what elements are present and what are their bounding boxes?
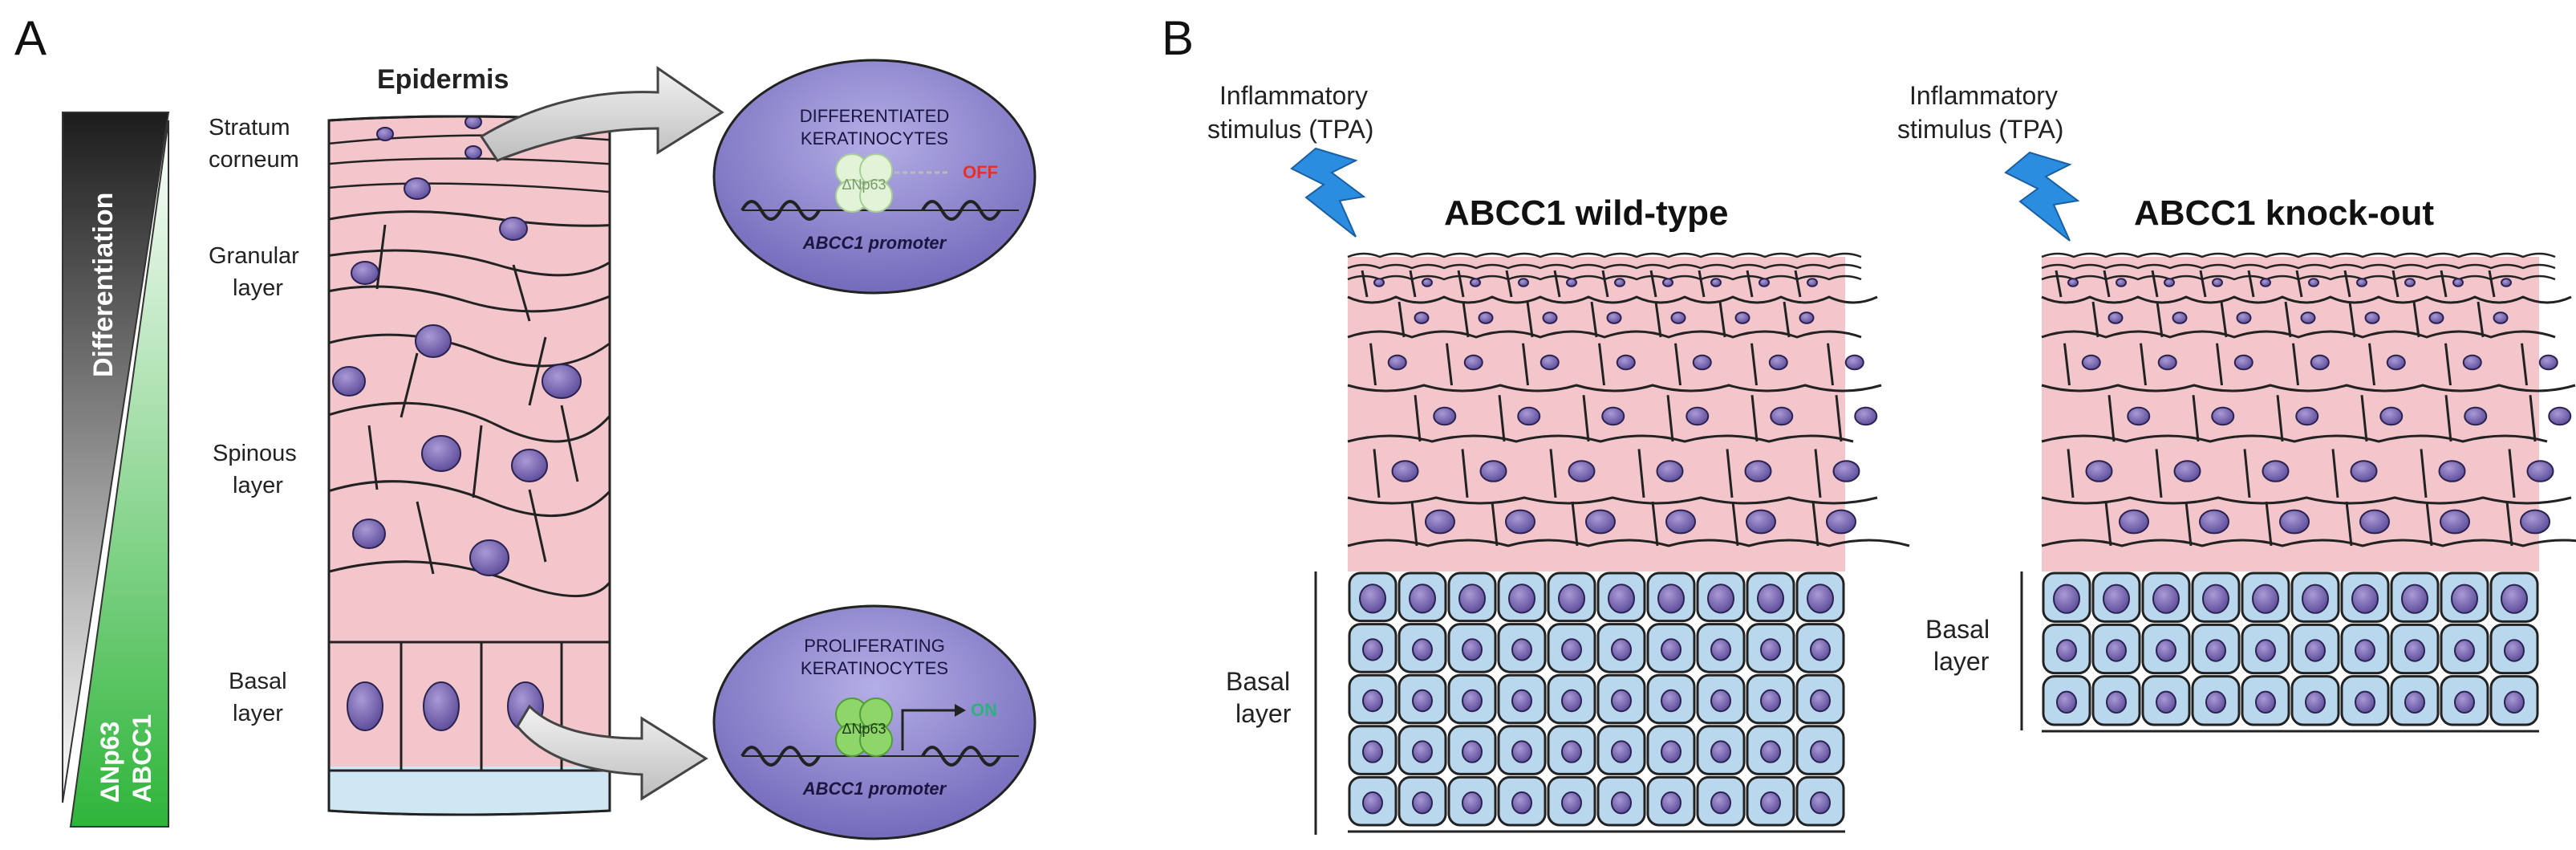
basal-layer-label-1: Basal [229,669,287,694]
panel-b-letter: B [1162,11,1194,65]
granular-layer-label-2: layer [233,275,283,301]
wt-lightning-icon [1290,147,1366,238]
basal-layer-label-2: layer [233,701,283,726]
off-state: OFF [963,162,998,182]
spinous-layer-label-1: Spinous [213,441,297,466]
wt-stimulus-line-2: stimulus (TPA) [1207,115,1373,144]
ko-stimulus-line-2: stimulus (TPA) [1897,115,2063,144]
on-state: ON [971,700,997,720]
knock-out-tissue [2041,252,2576,733]
differentiated-title-2: KERATINOCYTES [801,128,948,148]
wt-title: ABCC1 wild-type [1444,193,1728,233]
proliferating-keratinocytes-box: PROLIFERATING KERATINOCYTES ΔNp63 ON ABC… [712,604,1036,840]
differentiated-promoter: ABCC1 promoter [802,233,947,253]
on-arrowhead [955,704,966,717]
ko-basal-label-1: Basal [1925,615,1990,644]
wt-stimulus-line-1: Inflammatory [1219,81,1368,110]
wt-basal-label-2: layer [1235,699,1292,728]
arrow-to-differentiated [479,66,724,162]
dnp63-protein-off: ΔNp63 [842,177,886,193]
stratum-corneum-label-2: corneum [209,147,299,173]
dnp63-abcc1-triangle [69,120,169,828]
proliferating-promoter: ABCC1 promoter [802,779,947,799]
differentiation-label: Differentiation [88,193,119,377]
epidermis-cells [329,116,610,815]
proliferating-title-2: KERATINOCYTES [801,658,948,678]
differentiation-gradient: Differentiation ΔNp63 ABCC1 [62,112,170,828]
ko-title: ABCC1 knock-out [2134,193,2434,233]
dnp63-protein-on: ΔNp63 [842,721,886,737]
dnp63-tetramer-on [835,697,893,757]
epidermis-title: Epidermis [377,64,509,95]
ko-lightning-icon [2004,151,2080,242]
on-arrow [901,709,955,750]
spinous-layer-label-2: layer [233,473,283,498]
dnp63-label: ΔNp63 [95,722,124,803]
layer-labels: Stratum corneum Granular layer Spinous l… [209,115,299,726]
ko-stimulus-line-1: Inflammatory [1909,81,2058,110]
panel-a-letter: A [14,11,47,65]
wild-type-tissue [1347,252,1910,833]
ko-basal-label-2: layer [1933,647,1990,676]
abcc1-label: ABCC1 [128,714,156,803]
arrow-to-proliferating [516,704,708,801]
granular-layer-label-1: Granular [209,243,299,269]
differentiated-keratinocytes-box: DIFFERENTIATED KERATINOCYTES ΔNp63 OFF A… [712,59,1036,295]
dnp63-tetramer-off [835,153,893,213]
proliferating-title-1: PROLIFERATING [804,636,945,656]
differentiation-triangle [62,112,170,803]
wt-basal-label-1: Basal [1226,667,1290,696]
stratum-corneum-label-1: Stratum [209,115,290,140]
differentiated-title-1: DIFFERENTIATED [800,106,950,126]
epidermis-column [327,115,611,816]
